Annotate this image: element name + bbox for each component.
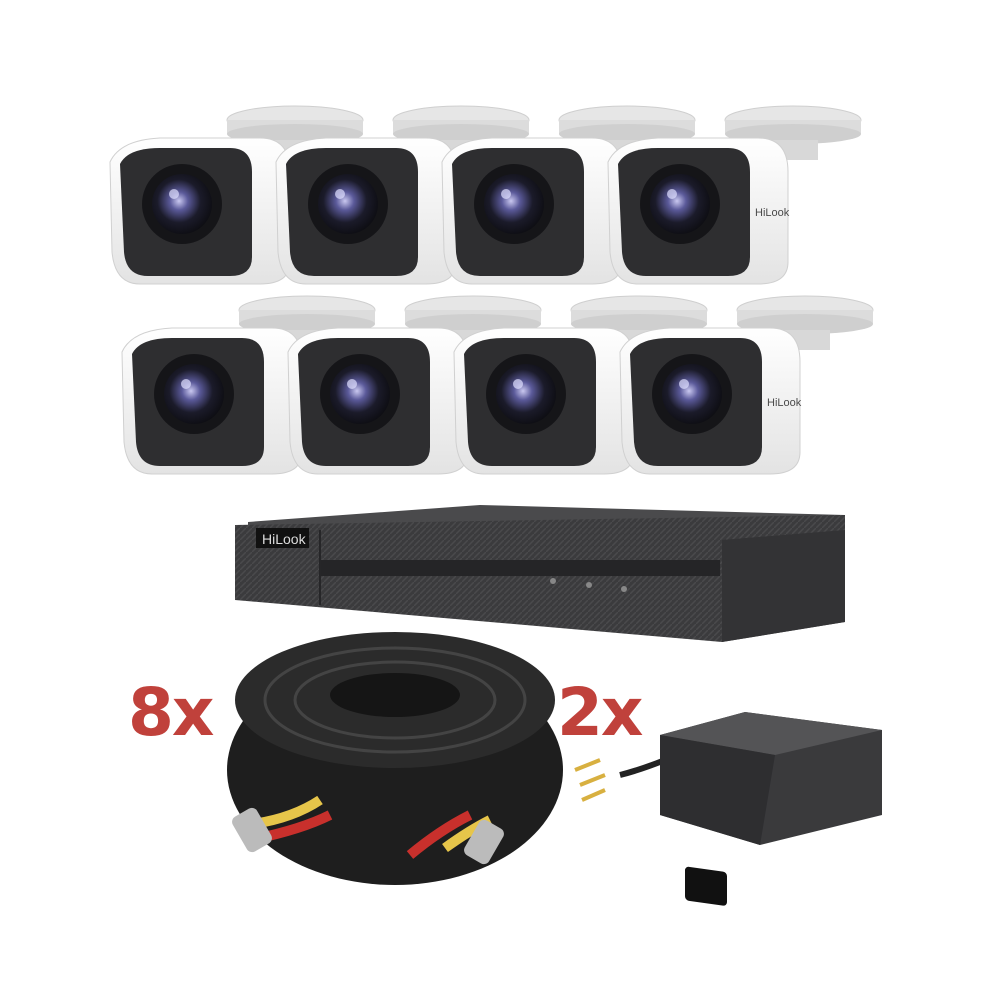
coaxial-cable-coil — [227, 632, 563, 885]
camera-brand-label: HiLook — [755, 207, 790, 219]
camera-row-top — [109, 105, 862, 285]
camera-row-bottom — [121, 295, 874, 475]
cable-quantity-label: 8x — [128, 674, 214, 751]
dvr-recorder: HiLook — [235, 505, 845, 642]
camera-brand-label: HiLook — [767, 397, 802, 409]
dvr-logo-plate — [256, 528, 309, 548]
power-adapter — [574, 712, 882, 906]
power-adapter-quantity-label: 2x — [557, 674, 643, 751]
dvr-logo: HiLook — [262, 531, 307, 547]
camera-brand-labels: HiLook HiLook — [755, 207, 802, 409]
